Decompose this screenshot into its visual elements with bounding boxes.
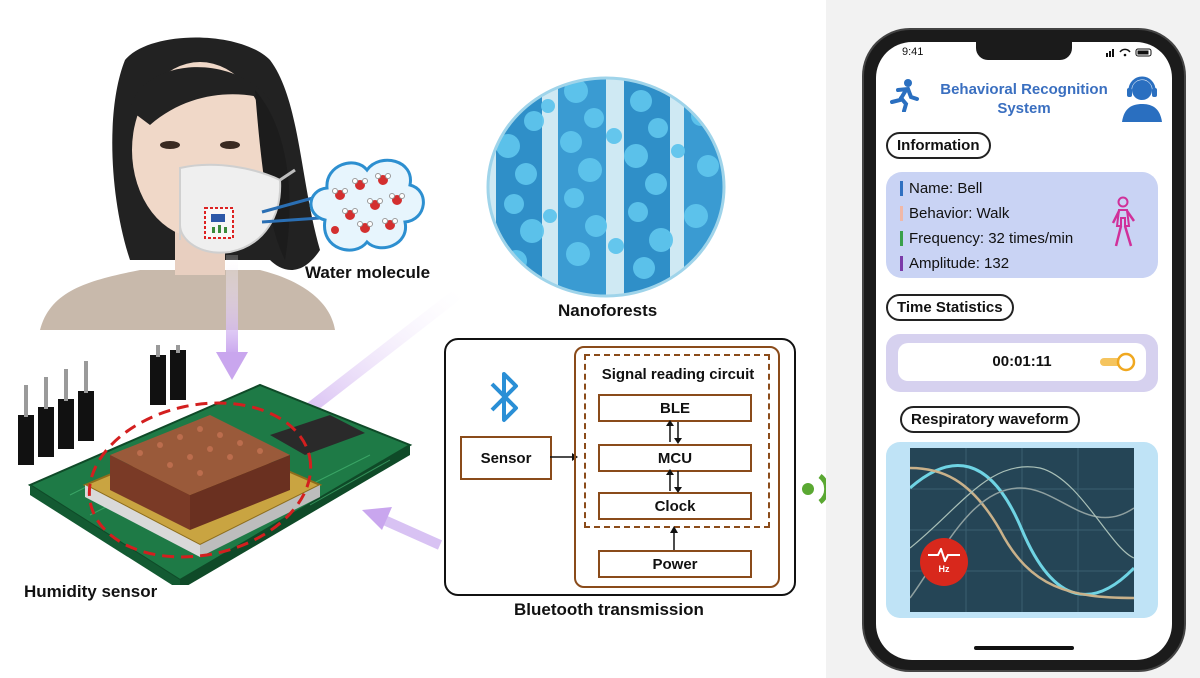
mcu-clock-arrows (666, 469, 682, 493)
arrow-circuit-to-sensor (381, 515, 443, 550)
info-bar-marker (900, 181, 903, 196)
waveform-plot (909, 448, 1136, 612)
timer-display: 00:01:11 (898, 343, 1146, 381)
signal-reading-circuit-frame (584, 354, 770, 528)
clock-block: Clock (598, 492, 752, 520)
hz-badge-label: Hz (938, 564, 950, 574)
ble-mcu-arrows (666, 420, 682, 444)
oscilloscope-screen: Hz (909, 448, 1136, 612)
status-icons (1106, 48, 1152, 57)
phone-notch (976, 42, 1072, 60)
time-statistics-label: Time Statistics (886, 294, 1014, 321)
info-frequency-text: Frequency: 32 times/min (909, 230, 1074, 247)
bluetooth-circuit-panel: Sensor Signal reading circuit BLE MCU Cl… (444, 338, 796, 596)
phone-screen: 9:41 Behavioral Recognition System Infor… (876, 42, 1172, 660)
info-row-amplitude: Amplitude: 132 (900, 255, 1009, 272)
running-person-icon (890, 79, 919, 112)
respiratory-waveform-label: Respiratory waveform (900, 406, 1080, 433)
humidity-sensor-label: Humidity sensor (24, 582, 158, 601)
water-molecule-cloud-icon (309, 158, 425, 252)
home-indicator[interactable] (974, 646, 1074, 650)
time-statistics-card: 00:01:11 (886, 334, 1158, 392)
info-name-text: Name: Bell (909, 180, 983, 197)
flow-arrows (216, 255, 464, 550)
circuit-outer-frame (574, 346, 780, 588)
info-row-name: Name: Bell (900, 180, 982, 197)
power-to-circuit-arrow (670, 526, 678, 550)
waveform-trace-secondary (909, 466, 1135, 600)
person-with-mask-illustration (40, 37, 335, 330)
arrow-mask-to-sensor (226, 255, 238, 355)
power-block: Power (598, 550, 752, 578)
nanoforests-label: Nanoforests (558, 301, 658, 320)
info-behavior-text: Behavior: Walk (909, 205, 1010, 222)
app-title: Behavioral Recognition System (924, 80, 1124, 118)
humidity-sensor-board (18, 345, 413, 585)
ble-block: BLE (598, 394, 752, 422)
nanoforests-micrograph (486, 76, 726, 298)
mcu-block: MCU (598, 444, 752, 472)
status-time: 9:41 (902, 46, 924, 58)
bluetooth-transmission-label: Bluetooth transmission (514, 600, 704, 619)
pulse-icon (928, 548, 960, 562)
bluetooth-icon (490, 372, 518, 422)
info-row-frequency: Frequency: 32 times/min (900, 230, 1073, 247)
info-bar-marker (900, 206, 903, 221)
support-agent-icon (1122, 76, 1162, 122)
timer-toggle[interactable] (1098, 351, 1138, 373)
app-title-line2: System (997, 100, 1051, 117)
respiratory-waveform-card: Hz (886, 442, 1158, 618)
sensor-block: Sensor (460, 436, 552, 480)
signal-reading-circuit-label: Signal reading circuit (601, 366, 755, 383)
timer-value: 00:01:11 (992, 353, 1052, 370)
waveform-trace-quaternary (909, 466, 1135, 559)
info-bar-marker (900, 256, 903, 271)
info-bar-marker (900, 231, 903, 246)
water-molecule-label: Water molecule (305, 263, 431, 282)
hz-badge: Hz (920, 538, 968, 586)
app-title-line1: Behavioral Recognition (940, 81, 1108, 98)
information-card: Name: Bell Behavior: Walk Frequency: 32 … (886, 172, 1158, 278)
info-row-behavior: Behavior: Walk (900, 205, 1009, 222)
walking-person-icon (1111, 196, 1136, 247)
waveform-trace-primary (909, 464, 1136, 596)
information-label: Information (886, 132, 991, 159)
info-amplitude-text: Amplitude: 132 (909, 255, 1010, 272)
